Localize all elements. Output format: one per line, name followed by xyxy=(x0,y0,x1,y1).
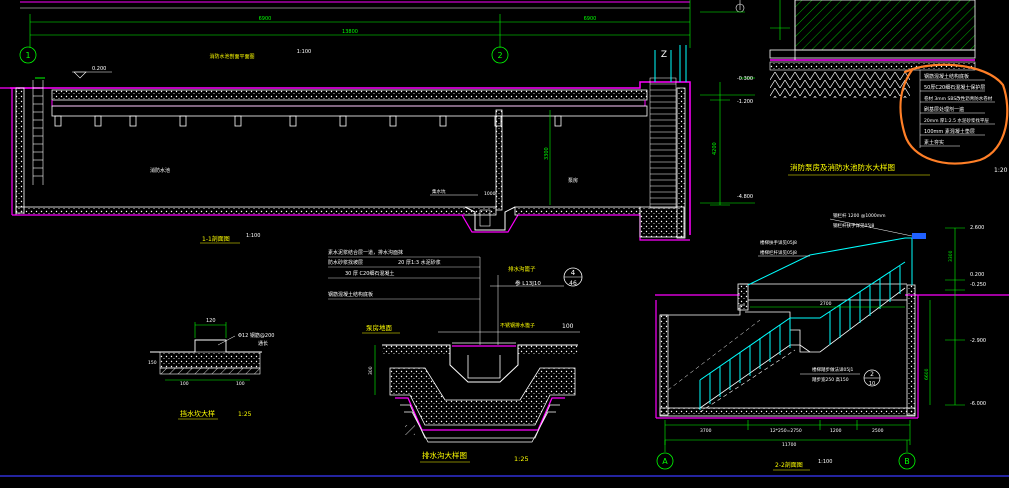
stair-dim-total: 11700 xyxy=(782,442,796,448)
trench-floor-note: 钢筋混凝土结构底板 xyxy=(328,291,373,298)
layer-1: 钢筋混凝土结构底板 xyxy=(924,73,969,80)
trench-note-1: 素水泥浆结合层一道，排水沟面抹 xyxy=(328,249,403,256)
trench-pipe-ref: 参 L13J10 xyxy=(515,279,541,287)
trench-floor-label: 泵房地面 xyxy=(366,323,393,332)
pool-section-drawing: 0.200 -0.300 -1.200 -4.800 4200 3300 消防水… xyxy=(0,45,755,244)
stair-dim-b1: 12*250=2750 xyxy=(770,428,802,434)
layer-6: 100mm 素混凝土垫层 xyxy=(924,128,975,135)
stair-dim-top: 2700 xyxy=(820,301,832,307)
axis-bubble-1: 1 xyxy=(19,46,37,64)
trench-grate-dim: 100 xyxy=(562,323,574,330)
pool-interior-label: 消防水池 xyxy=(150,167,170,174)
waterproof-detail: 钢筋混凝土结构底板 50厚C20细石混凝土保护层 卷材 3mm SBS改性沥青防… xyxy=(700,0,1009,176)
svg-text:A: A xyxy=(662,457,668,466)
top-plan-label: 消防水池剖面平面图 xyxy=(209,53,254,60)
svg-text:4: 4 xyxy=(571,269,576,277)
waterproof-detail-scale: 1:20 xyxy=(994,167,1008,174)
svg-text:B: B xyxy=(904,457,910,466)
orange-annotation-loop xyxy=(899,63,1009,165)
pool-level-right-2: -1.200 xyxy=(737,99,753,105)
layer-3: 卷材 3mm SBS改性沥青防水卷材 xyxy=(924,95,993,102)
svg-text:10: 10 xyxy=(869,381,875,387)
ridge-scale: 1:25 xyxy=(238,411,252,418)
ridge-title: 挡水坎大样 xyxy=(180,409,215,418)
stair-level-top: 2.600 xyxy=(970,225,984,231)
drawing-1-title: 1-1剖面图 xyxy=(202,235,230,243)
pool-height: 4200 xyxy=(712,142,718,155)
trench-note-4: 30 厚 C20细石混凝土 xyxy=(345,270,394,277)
svg-text:1: 1 xyxy=(25,51,30,60)
dim-right-label: 6900 xyxy=(584,16,597,22)
axis-bubble-2: 2 xyxy=(491,46,509,64)
pool-height-inner: 3300 xyxy=(544,147,550,160)
drawing-2-title: 2-2剖面图 xyxy=(775,461,803,469)
ridge-detail: 120 Φ12 钢筋@200 通长 150 100 100 挡水坎大样 1:25 xyxy=(148,318,274,420)
drawing-1-scale: 1:100 xyxy=(246,233,260,239)
stair-dim-b3: 2500 xyxy=(872,428,884,434)
pool-level-top: 0.200 xyxy=(92,66,106,72)
rail-note-3: 楼梯扶手详见05J8 xyxy=(760,239,797,246)
pool-level-bottom: -4.800 xyxy=(737,194,753,200)
rail-note-4: 楼梯栏杆详见05J8 xyxy=(760,249,797,256)
layer-4: 刷基层处理剂一遍 xyxy=(924,106,964,113)
stair-level-1: 0.200 xyxy=(970,272,984,278)
dim-total-label: 13800 xyxy=(342,29,358,35)
trench-title: 排水沟大样图 xyxy=(422,450,467,460)
axis-bubble-a: A xyxy=(656,452,674,470)
ridge-width: 120 xyxy=(206,318,216,324)
sump-size: 1000 xyxy=(484,191,496,197)
stair-rail-top xyxy=(654,45,687,82)
svg-text:2: 2 xyxy=(497,51,502,60)
ridge-rebar: Φ12 钢筋@200 xyxy=(238,332,274,339)
rail-note-2: 钢栏杆扶手详见05J8 xyxy=(833,222,875,229)
pool-level-right-1: -0.300 xyxy=(737,76,753,82)
stair-level-bottom: -6.000 xyxy=(970,401,986,407)
stair-dim-b0: 3700 xyxy=(700,428,712,434)
stair-level-3: -2.900 xyxy=(970,338,986,344)
svg-text:2: 2 xyxy=(870,371,874,378)
trench-pipe-label: 排水沟篦子 xyxy=(508,265,536,273)
svg-text:Z: Z xyxy=(661,50,667,60)
ridge-dim-a: 100 xyxy=(180,381,189,387)
trench-index-bubble: 4 46 xyxy=(563,267,583,287)
layer-5: 20mm 厚1:2.5 水泥砂浆找平层 xyxy=(924,117,989,124)
trench-note-2: 防水砂浆找坡层 xyxy=(328,259,363,266)
stair-note-2: 踏步宽250 高150 xyxy=(812,376,849,383)
drawing-1-header: 13800 6900 6900 xyxy=(20,0,691,48)
rail-note-1: 钢栏杆 1200 @1000mm xyxy=(833,212,886,219)
pool-dims-right xyxy=(549,77,755,206)
dim-left-label: 6900 xyxy=(259,16,272,22)
layer-callout xyxy=(919,70,995,148)
axis-bubble-b: B xyxy=(898,452,916,470)
right-stair-hatch xyxy=(649,77,677,209)
svg-text:46: 46 xyxy=(569,280,577,287)
layer-7: 素土夯实 xyxy=(924,139,944,146)
drawing-2-scale: 1:100 xyxy=(818,459,832,465)
trench-scale: 1:25 xyxy=(514,455,529,463)
stair-section-drawing: 2.600 0.200 -0.250 -2.900 -6.000 3300 66… xyxy=(655,212,1009,471)
stair-level-2: -0.250 xyxy=(970,282,986,288)
left-ladder xyxy=(32,80,44,185)
ridge-rebar-2: 通长 xyxy=(258,340,268,347)
waterproof-detail-title: 消防泵房及消防水池防水大样图 xyxy=(790,162,895,172)
stair-height-2: 6600 xyxy=(924,368,930,380)
stair-height-1: 3300 xyxy=(948,250,954,262)
sump-label: 集水坑 xyxy=(432,188,446,195)
roof-beams xyxy=(54,115,562,127)
stair-dim-b2: 1200 xyxy=(830,428,842,434)
pump-room-label: 泵房 xyxy=(568,177,578,184)
stair-index-bubble: 2 10 xyxy=(863,369,881,387)
top-plan-scale: 1:100 xyxy=(297,49,311,55)
layer-2: 50厚C20细石混凝土保护层 xyxy=(924,84,985,91)
ridge-dim-b: 100 xyxy=(236,381,245,387)
stair-note-1: 楼梯踏步做法详05J1 xyxy=(812,366,854,373)
ridge-dim-h: 150 xyxy=(148,360,157,366)
axis-bubble-z: Z xyxy=(661,50,667,60)
trench-grate-label: 不锈钢排水篦子 xyxy=(500,322,535,329)
trench-dim-left: 300 xyxy=(368,366,374,375)
stair-rails xyxy=(699,237,913,410)
trench-detail: 素水泥浆结合层一道，排水沟面抹 防水砂浆找坡层 20 厚1:3 水泥砂浆 30 … xyxy=(328,249,583,463)
trench-note-3: 20 厚1:3 水泥砂浆 xyxy=(398,259,441,266)
